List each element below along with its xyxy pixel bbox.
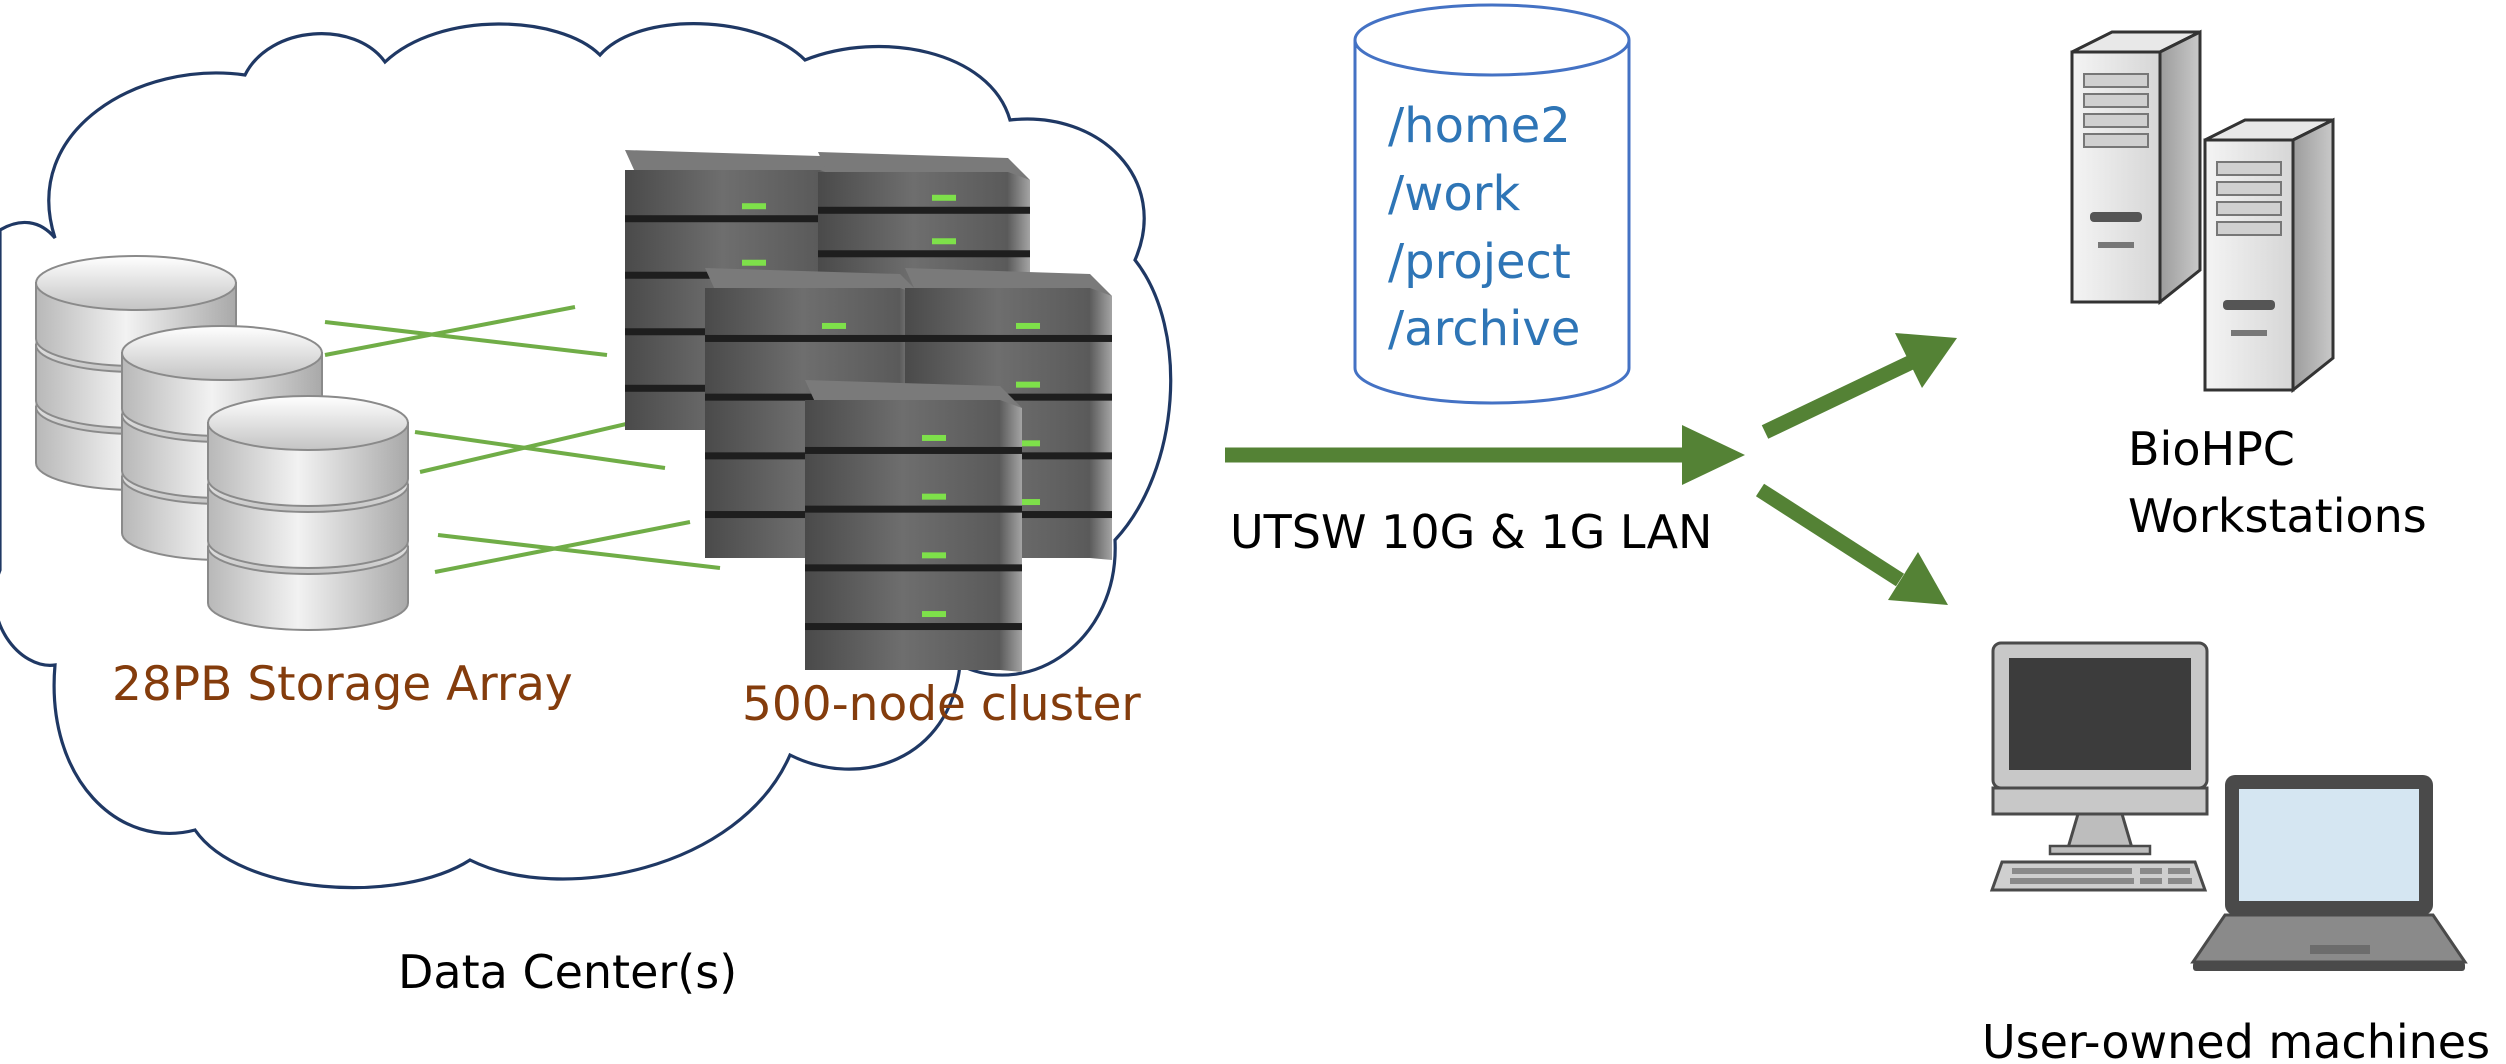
user-machines-label: User-owned machines	[1982, 1015, 2490, 1064]
storage-array-label: 28PB Storage Array	[112, 657, 573, 712]
filesystem-home2: /home2	[1388, 98, 1571, 154]
tower-side	[2158, 29, 2202, 306]
server-led	[922, 493, 946, 500]
server-slot	[905, 334, 1112, 342]
server-led	[1016, 322, 1040, 329]
disk-platter-top	[35, 255, 237, 311]
network-label: UTSW 10G & 1G LAN	[1230, 505, 1712, 559]
server-block	[805, 380, 1022, 672]
tower-bay	[2083, 133, 2149, 148]
disk-platter-top	[121, 325, 323, 381]
storage-cluster-links	[324, 305, 721, 574]
tower-bay	[2216, 161, 2282, 176]
server-slot	[818, 206, 1030, 214]
server-led	[742, 259, 766, 266]
workstations-label-line1: BioHPC	[2128, 422, 2295, 476]
server-slot	[805, 623, 1022, 631]
server-led	[932, 238, 956, 245]
server-led	[922, 434, 946, 441]
tower-side	[2291, 117, 2335, 394]
server-slot	[805, 564, 1022, 572]
laptop-icon	[2190, 775, 2468, 971]
server-slot	[818, 250, 1030, 258]
filesystem-work: /work	[1388, 166, 1521, 222]
cluster-label: 500-node cluster	[742, 677, 1141, 732]
tower-bay	[2083, 93, 2149, 108]
cluster-servers-icon	[625, 150, 1112, 672]
tower-front	[2203, 138, 2295, 392]
tower-bay	[2216, 221, 2282, 236]
server-slot	[625, 215, 842, 223]
filesystem-project: /project	[1388, 234, 1571, 290]
server-slot	[805, 505, 1022, 513]
server-led	[922, 552, 946, 559]
disk-stack	[207, 395, 409, 631]
server-led	[1016, 440, 1040, 447]
server-led	[1016, 499, 1040, 506]
server-led	[922, 611, 946, 618]
tower-bay	[2083, 73, 2149, 88]
filesystem-archive: /archive	[1388, 301, 1580, 357]
tower-button	[2098, 242, 2134, 248]
workstation-tower-icon	[2070, 29, 2335, 394]
lan-arrow-main	[1225, 425, 1745, 485]
data-center-label: Data Center(s)	[398, 945, 737, 999]
disk-platter-top	[207, 395, 409, 451]
storage-array-icon	[35, 255, 409, 631]
tower-drive-slot	[2090, 212, 2142, 222]
server-led	[742, 203, 766, 210]
server-slot	[805, 446, 1022, 454]
server-led	[1016, 381, 1040, 388]
tower-pc	[2203, 117, 2335, 394]
tower-front	[2070, 50, 2162, 304]
tower-bay	[2216, 201, 2282, 216]
arrow-to-user-machines	[1755, 483, 1948, 605]
tower-pc	[2070, 29, 2202, 306]
server-side	[1000, 400, 1022, 672]
tower-button	[2231, 330, 2267, 336]
tower-drive-slot	[2223, 300, 2275, 310]
workstations-label-line2: Workstations	[2128, 489, 2427, 543]
desktop-computer-icon	[1989, 641, 2209, 892]
server-led	[932, 194, 956, 201]
tower-bay	[2083, 113, 2149, 128]
arrow-to-workstations	[1761, 333, 1957, 439]
server-slot	[705, 334, 922, 342]
server-led	[822, 322, 846, 329]
server-side	[1090, 288, 1112, 560]
tower-bay	[2216, 181, 2282, 196]
filesystem-database-icon	[1353, 3, 1631, 405]
